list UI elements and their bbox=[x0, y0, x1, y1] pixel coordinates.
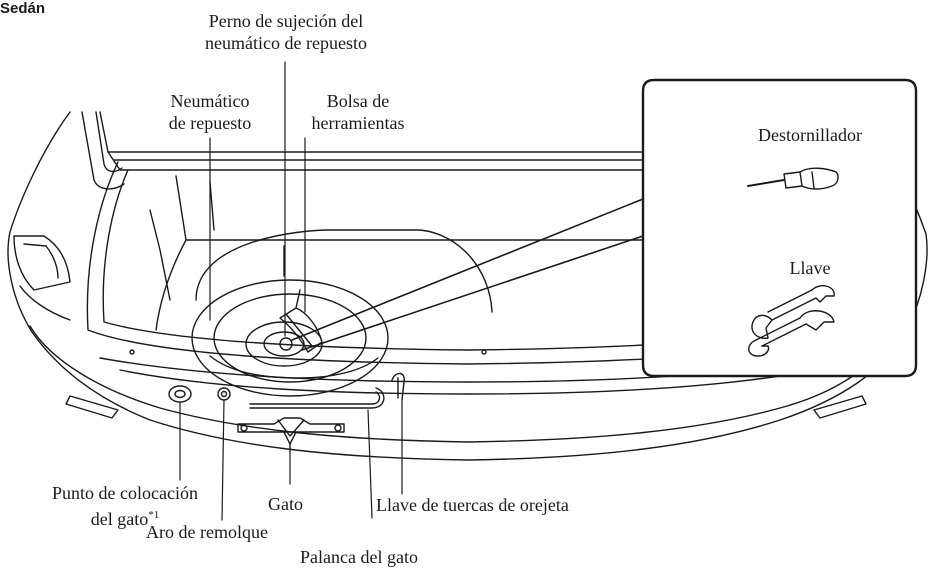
wrench-icon bbox=[748, 285, 835, 357]
label-wrench: Llave bbox=[789, 258, 831, 278]
callout-box bbox=[291, 78, 918, 378]
tow-hook-shape bbox=[217, 387, 231, 401]
label-jack-point: Punto de colocación del gato*1 bbox=[52, 483, 198, 529]
spare-tire-well bbox=[191, 229, 493, 397]
lug-wrench-shape bbox=[391, 372, 405, 401]
label-spare-tire: Neumático de repuesto bbox=[168, 91, 252, 133]
label-lug-wrench: Llave de tuercas de orejeta bbox=[376, 495, 569, 515]
leader-lines bbox=[179, 61, 403, 521]
footnote-marker: *1 bbox=[148, 509, 160, 521]
label-tow-hook: Aro de remolque bbox=[146, 522, 268, 542]
label-jack: Gato bbox=[268, 494, 303, 514]
tool-bag-shape bbox=[279, 289, 323, 353]
jack-point-shape bbox=[168, 385, 192, 403]
screwdriver-icon bbox=[747, 167, 839, 190]
jack-lever-shape bbox=[249, 387, 385, 409]
section-title: Sedán bbox=[0, 0, 46, 17]
label-jack-lever: Palanca del gato bbox=[300, 547, 418, 567]
jack-shape bbox=[237, 417, 345, 453]
label-tool-bag: Bolsa de herramientas bbox=[311, 91, 405, 133]
label-screwdriver: Destornillador bbox=[758, 125, 862, 145]
label-spare-tire-bolt: Perno de sujeción del neumático de repue… bbox=[205, 11, 367, 53]
